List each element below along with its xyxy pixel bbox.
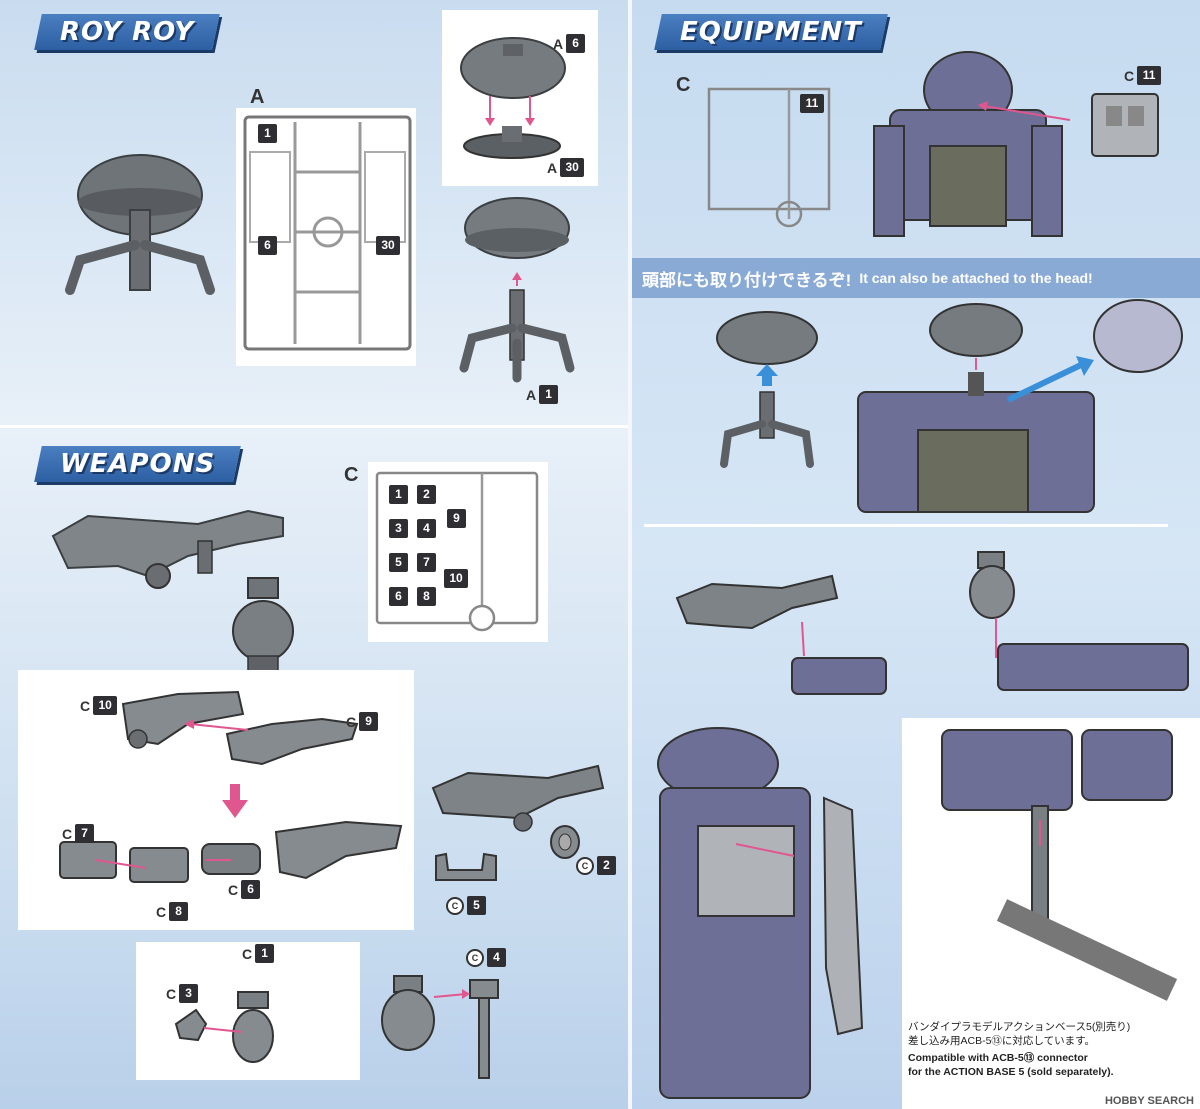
equip-divider-line <box>644 524 1168 527</box>
action-base-note-jp: バンダイプラモデルアクションベース5(別売り) 差し込み用ACB-5⑬に対応して… <box>908 1021 1131 1047</box>
sprue-c-num-3: 3 <box>389 519 408 538</box>
sprue-c-num-1: 1 <box>389 485 408 504</box>
sprue-c-num-8: 8 <box>417 587 436 606</box>
sprue-c-equip-num-11: 11 <box>800 94 824 113</box>
roy-assembly-arrows <box>485 96 535 126</box>
action-base-note-en: Compatible with ACB-5⑬ connector for the… <box>908 1052 1114 1078</box>
sprue-a-letter: A <box>250 86 265 108</box>
roy-dome-on-head <box>716 311 818 365</box>
sprue-c-equip-letter: C <box>676 74 691 96</box>
roy-roy-title: ROY ROY <box>34 14 220 50</box>
backpack-part <box>1091 93 1159 157</box>
backpack-arrow <box>978 101 1071 121</box>
robot-head-swap <box>857 299 1183 513</box>
sprue-c-num-4: 4 <box>417 519 436 538</box>
sight-ring-part <box>550 825 580 859</box>
sprue-c-num-7: 7 <box>417 553 436 572</box>
rifle-assembled <box>431 764 605 832</box>
shield-part-figure <box>232 577 294 673</box>
head-note-jp: 頭部にも取り付けできるぞ! <box>642 270 852 290</box>
roy-roy-figure <box>65 154 215 295</box>
shield-in-hand <box>969 551 1189 691</box>
rifle-join-arrow <box>184 719 249 731</box>
head-note-en: It can also be attached to the head! <box>859 270 1093 286</box>
roy-legs-blue-arrow <box>720 364 814 468</box>
grip-part <box>435 852 497 881</box>
robot-upper-body <box>873 51 1063 237</box>
shield-assembled <box>381 975 435 1051</box>
sprue-a-num-6: 6 <box>258 236 277 255</box>
sprue-c-letter: C <box>344 464 359 486</box>
connector-peg-part <box>469 979 499 1079</box>
roy-legs-part <box>459 272 575 383</box>
shield-peg-arrow <box>433 989 470 999</box>
shield-sub-parts <box>174 991 274 1063</box>
sprue-c-num-6: 6 <box>389 587 408 606</box>
rifle-in-hand <box>675 574 887 695</box>
rifle-figure <box>51 509 284 589</box>
head-attach-banner: 頭部にも取り付けできるぞ! It can also be attached to… <box>632 258 1200 298</box>
sprue-c-equip-diagram <box>707 87 831 228</box>
robot-on-action-base <box>941 729 1178 1001</box>
roy-dome-assembled <box>464 197 570 259</box>
hobby-search-watermark: HOBBY SEARCH <box>1104 1095 1194 1107</box>
roy-base-part <box>463 126 561 159</box>
rifle-front-part <box>121 690 245 749</box>
equipment-title: EQUIPMENT <box>654 14 888 50</box>
down-arrow-big <box>222 784 248 818</box>
roy-dome-part <box>460 37 566 99</box>
sprue-a-num-1: 1 <box>258 124 277 143</box>
sprue-a-num-30: 30 <box>376 236 400 255</box>
weapons-title: WEAPONS <box>34 446 242 482</box>
rifle-subparts-row <box>59 820 403 883</box>
sprue-c-num-5: 5 <box>389 553 408 572</box>
sprue-c-num-2: 2 <box>417 485 436 504</box>
sprue-c-num-9: 9 <box>447 509 466 528</box>
rifle-rear-part <box>225 717 359 766</box>
sprue-c-diagram <box>375 471 539 632</box>
robot-back-equipment <box>657 727 864 1099</box>
sprue-a-diagram <box>243 115 412 351</box>
sprue-c-num-10: 10 <box>444 569 468 588</box>
